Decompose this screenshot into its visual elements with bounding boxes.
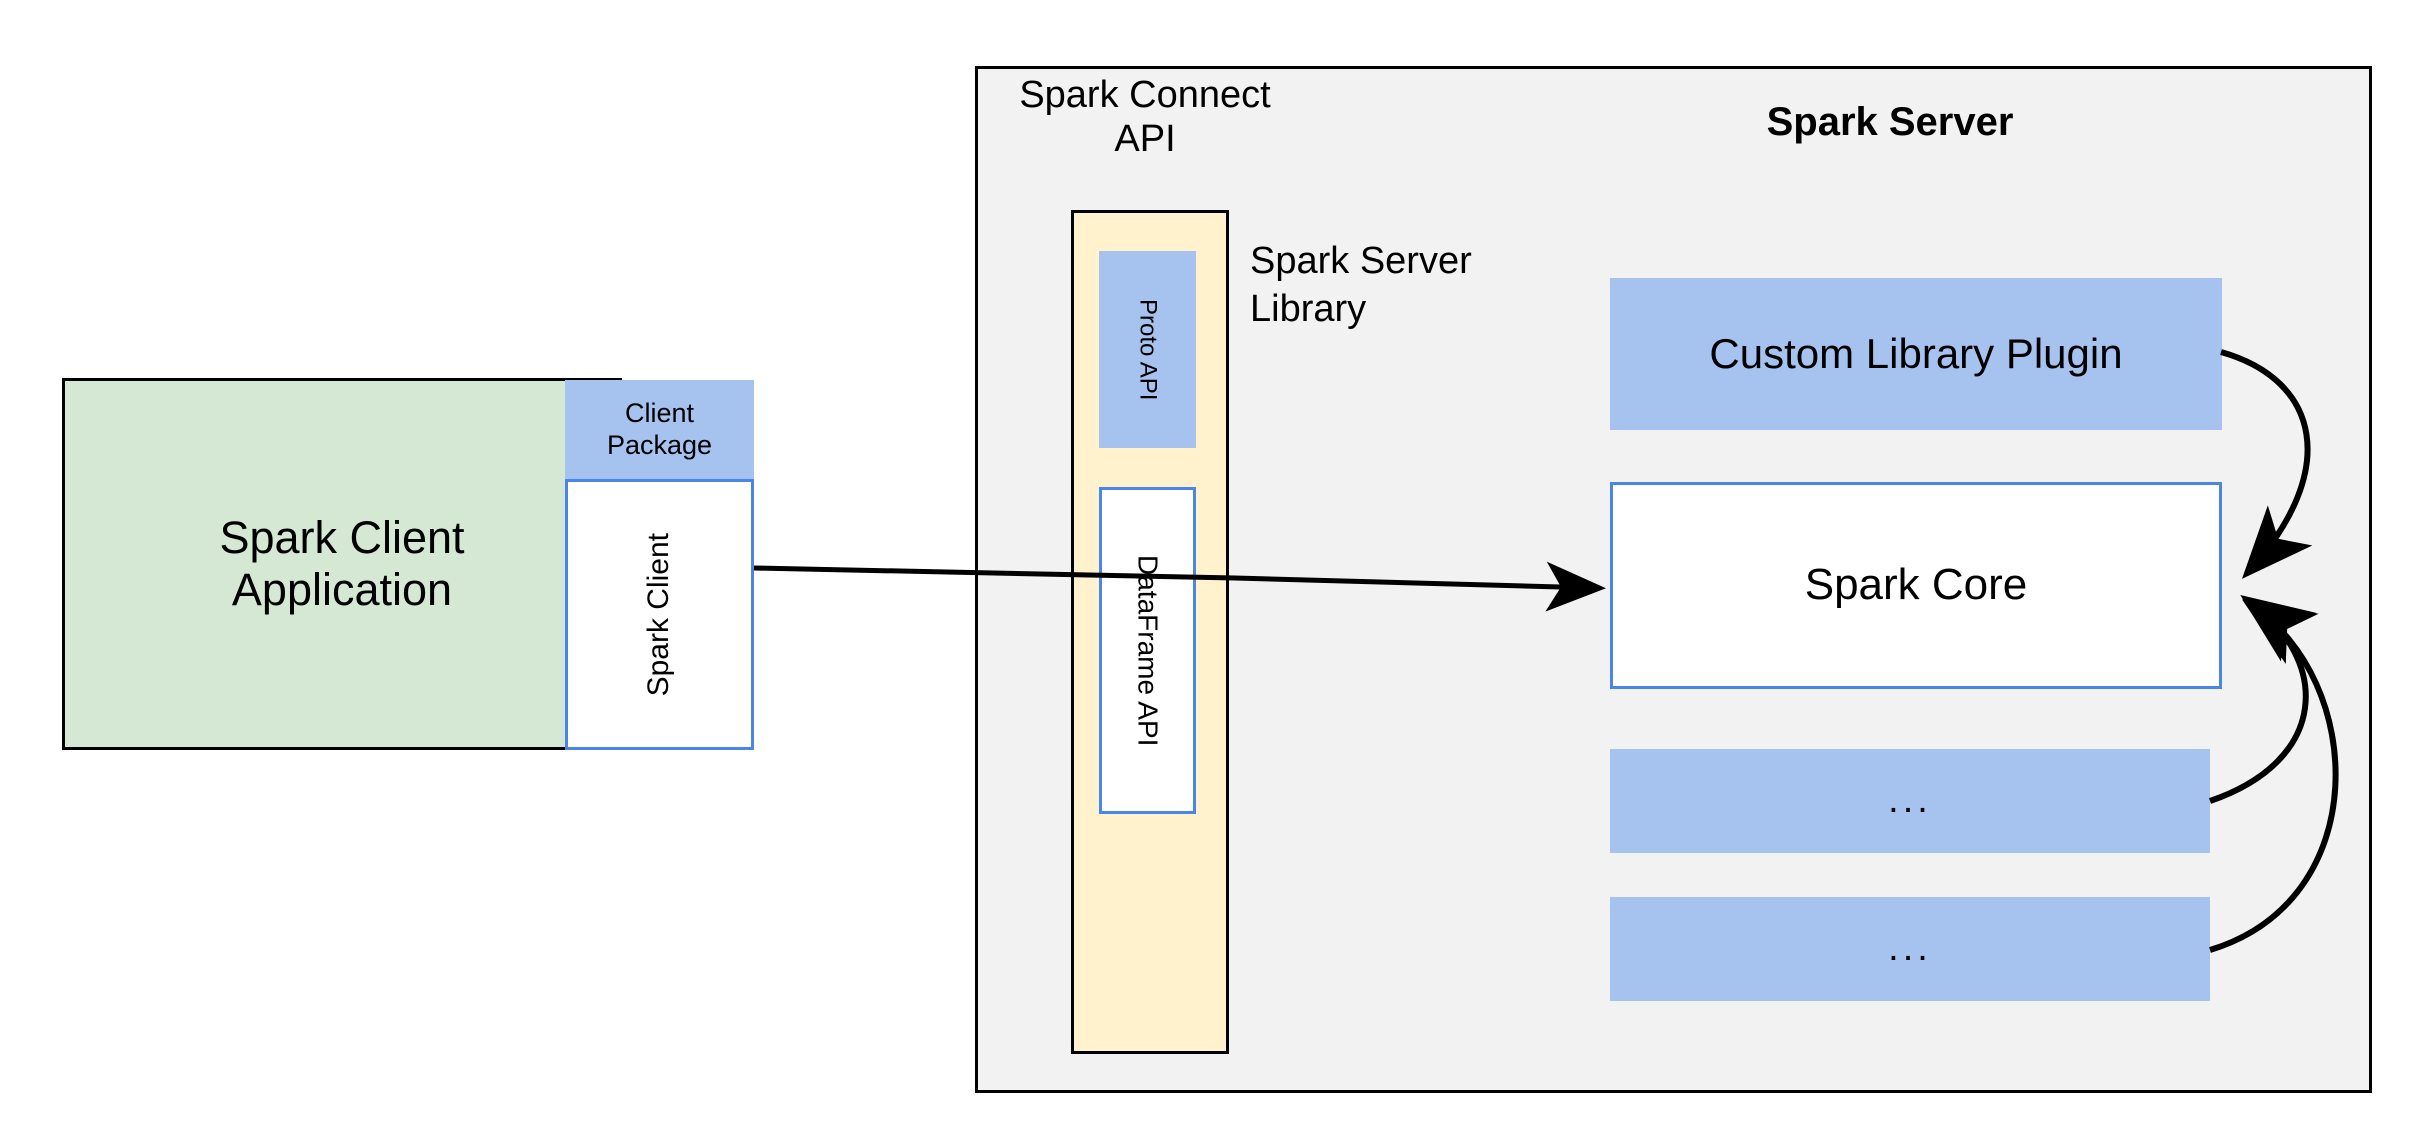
ellipsis-label-1: ... bbox=[1888, 779, 1932, 822]
ellipsis-box-1[interactable]: ... bbox=[1610, 749, 2210, 853]
spark-client-label: Spark Client bbox=[642, 532, 676, 697]
client-package-box[interactable]: Client Package bbox=[565, 380, 754, 479]
spark-client-application-box[interactable]: Spark Client Application bbox=[62, 378, 622, 750]
custom-library-plugin-label: Custom Library Plugin bbox=[1709, 329, 2123, 377]
dataframe-api-label: DataFrame API bbox=[1132, 554, 1164, 747]
proto-api-box[interactable]: Proto API bbox=[1099, 251, 1196, 448]
custom-library-plugin-box[interactable]: Custom Library Plugin bbox=[1610, 278, 2222, 430]
ellipsis-label-2: ... bbox=[1888, 927, 1932, 970]
spark-server-title: Spark Server bbox=[1700, 92, 2080, 152]
spark-client-box[interactable]: Spark Client bbox=[565, 479, 754, 750]
spark-core-label: Spark Core bbox=[1804, 560, 2028, 610]
spark-server-library-label: Spark Server Library bbox=[1250, 238, 1550, 338]
spark-connect-api-text: Spark Connect API bbox=[1019, 74, 1271, 160]
spark-server-title-text: Spark Server bbox=[1766, 100, 2014, 144]
spark-client-application-label: Spark Client Application bbox=[219, 512, 465, 615]
spark-server-library-text: Spark Server Library bbox=[1250, 240, 1472, 330]
spark-core-box[interactable]: Spark Core bbox=[1610, 482, 2222, 689]
proto-api-label: Proto API bbox=[1134, 298, 1162, 401]
spark-connect-api-label: Spark Connect API bbox=[1000, 68, 1290, 160]
ellipsis-box-2[interactable]: ... bbox=[1610, 897, 2210, 1001]
dataframe-api-box[interactable]: DataFrame API bbox=[1099, 487, 1196, 814]
client-package-label: Client Package bbox=[606, 398, 713, 460]
